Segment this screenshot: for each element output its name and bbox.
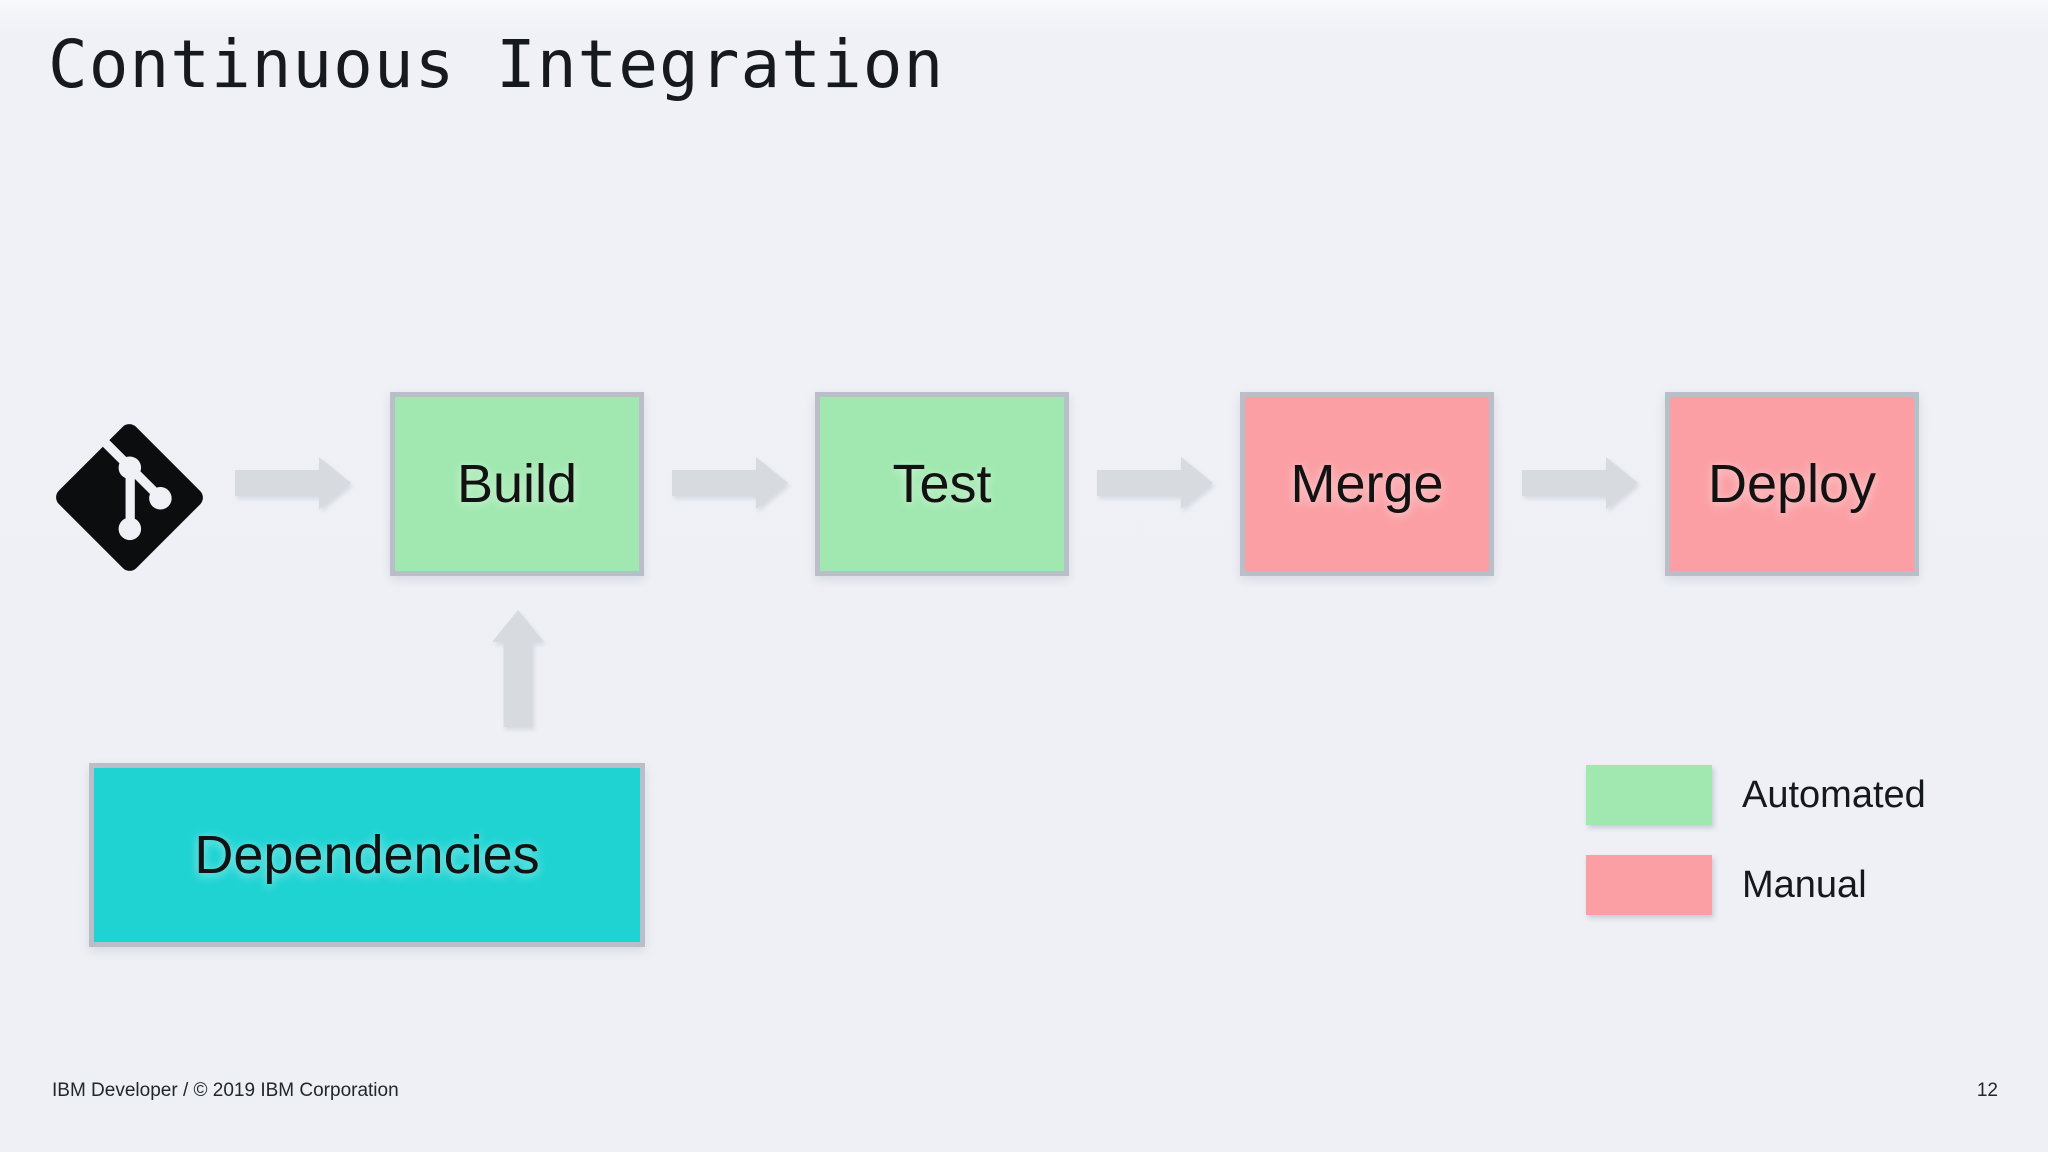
step-box-test: Test — [815, 392, 1069, 576]
step-label-test: Test — [892, 454, 992, 514]
step-box-merge: Merge — [1240, 392, 1494, 576]
slide-title: Continuous Integration — [48, 26, 945, 103]
step-box-deploy: Deploy — [1665, 392, 1919, 576]
arrow-test-to-merge — [1097, 457, 1213, 509]
page-number: 12 — [1976, 1080, 1998, 1101]
arrow-merge-to-deploy — [1522, 457, 1638, 509]
legend-item-manual: Manual — [1586, 855, 1867, 915]
legend-label-manual: Manual — [1742, 863, 1867, 906]
legend-swatch-manual — [1586, 855, 1712, 915]
arrow-dependencies-to-build — [492, 610, 544, 727]
arrow-git-to-build — [235, 457, 351, 509]
arrow-build-to-test — [672, 457, 788, 509]
dependencies-label: Dependencies — [194, 825, 540, 885]
step-label-build: Build — [456, 454, 578, 514]
dependencies-box: Dependencies — [89, 763, 645, 947]
legend-swatch-automated — [1586, 765, 1712, 825]
legend-item-automated: Automated — [1586, 765, 1926, 825]
step-label-deploy: Deploy — [1707, 454, 1877, 514]
step-label-merge: Merge — [1290, 454, 1444, 514]
footer-copyright: IBM Developer / © 2019 IBM Corporation — [52, 1080, 399, 1101]
legend-label-automated: Automated — [1742, 773, 1926, 816]
git-icon — [56, 424, 203, 571]
step-box-build: Build — [390, 392, 644, 576]
